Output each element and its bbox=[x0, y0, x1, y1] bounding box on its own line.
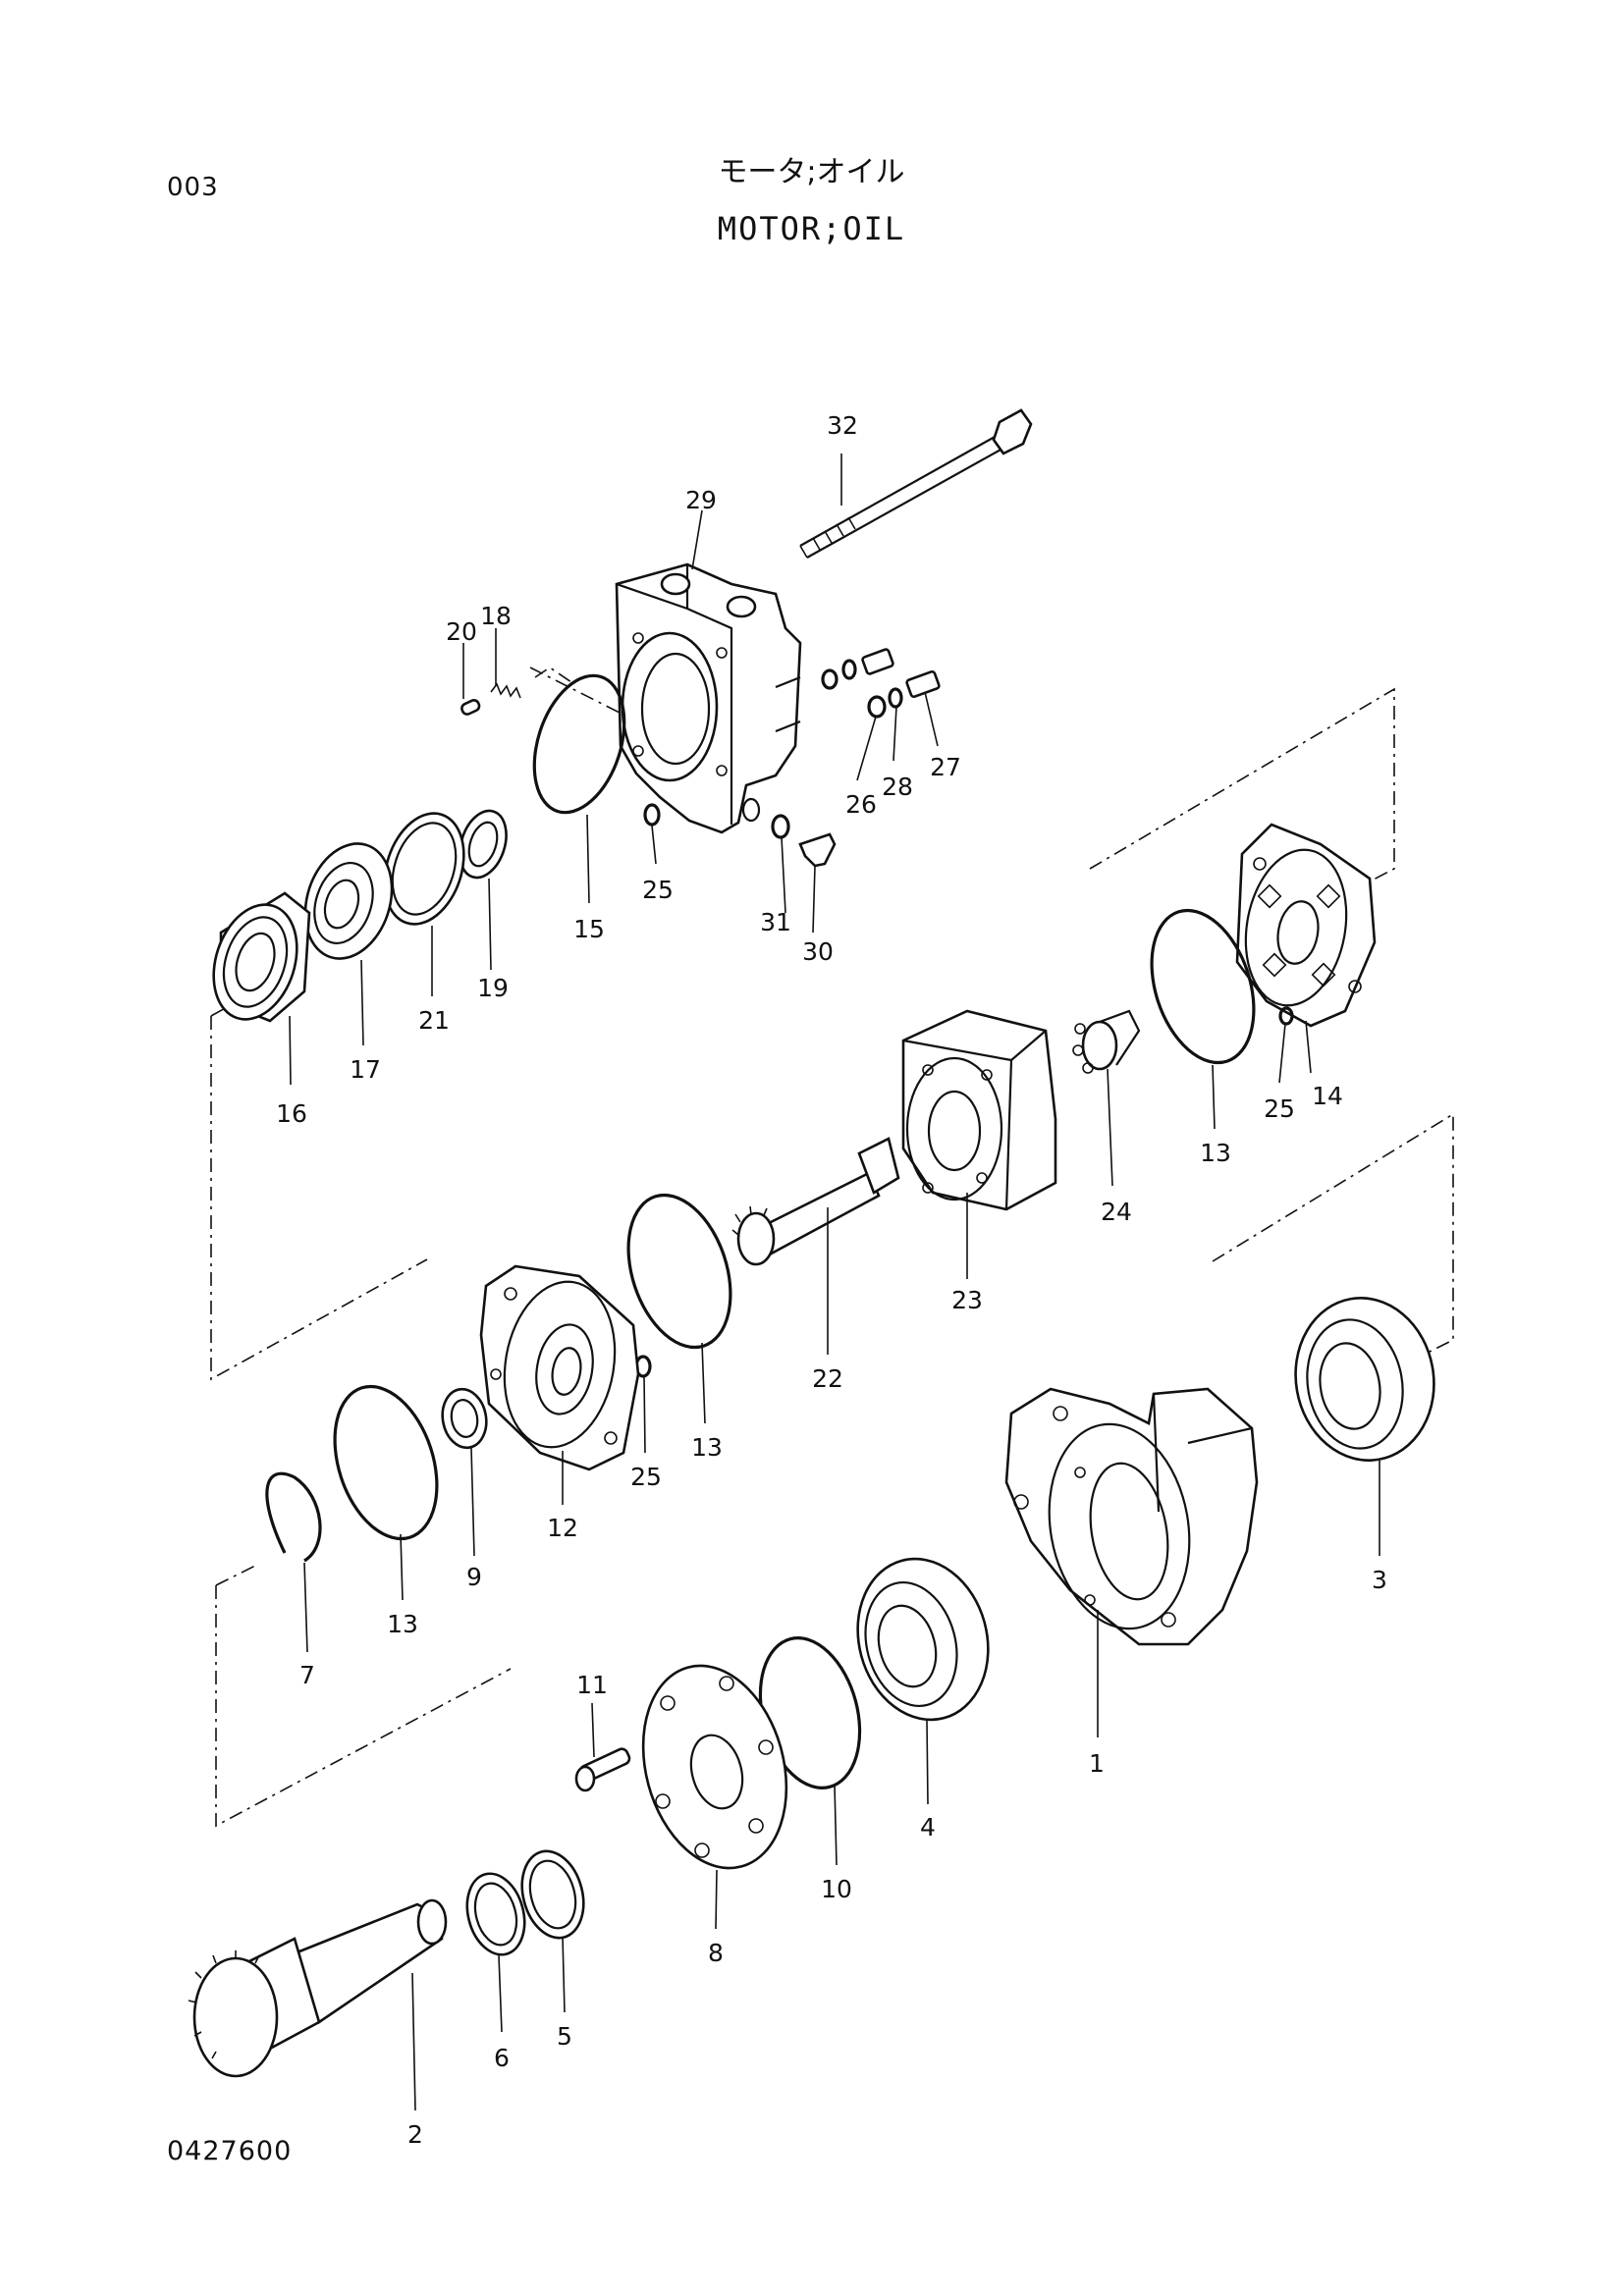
figure-code: 0427600 bbox=[167, 2136, 293, 2166]
part-8-plate bbox=[641, 1664, 788, 1870]
part-31-30-plug bbox=[771, 814, 837, 868]
callout-1: 1 bbox=[1089, 1749, 1105, 1778]
part-7-snap-ring bbox=[265, 1471, 322, 1563]
callout-21: 21 bbox=[418, 1006, 450, 1035]
part-25-o-ring-right bbox=[1278, 1006, 1294, 1026]
part-13-o-ring-center bbox=[626, 1193, 732, 1350]
callout-labels: 32 29 20 18 15 25 19 21 17 16 31 30 26 2… bbox=[276, 411, 1387, 2149]
part-25-o-ring-upper bbox=[643, 803, 661, 827]
part-11-bolt bbox=[574, 1747, 631, 1792]
callout-18: 18 bbox=[480, 602, 512, 630]
part-5-seal-ring bbox=[520, 1849, 585, 1940]
callout-27: 27 bbox=[930, 753, 961, 781]
callout-31: 31 bbox=[760, 908, 791, 936]
part-2-pinion-shaft bbox=[188, 1898, 448, 2078]
part-12-end-cover bbox=[479, 1264, 640, 1471]
callout-23: 23 bbox=[951, 1286, 983, 1314]
callout-30: 30 bbox=[802, 937, 834, 966]
title-english: MOTOR;OIL bbox=[717, 210, 906, 247]
callout-25-right: 25 bbox=[1264, 1095, 1295, 1123]
part-3-bearing bbox=[1294, 1297, 1435, 1462]
part-20-pin bbox=[460, 699, 481, 716]
part-21-seal-ring bbox=[383, 812, 465, 926]
callout-16: 16 bbox=[276, 1099, 307, 1128]
part-14-valve-plate bbox=[1235, 823, 1377, 1028]
callout-26: 26 bbox=[845, 790, 877, 819]
callout-25-center: 25 bbox=[630, 1463, 662, 1491]
callout-32: 32 bbox=[827, 411, 858, 440]
leader-lines bbox=[289, 454, 1380, 2111]
callout-25-upper: 25 bbox=[642, 876, 674, 904]
callout-6: 6 bbox=[494, 2044, 510, 2072]
part-13-o-ring-right bbox=[1150, 908, 1256, 1065]
callout-8: 8 bbox=[708, 1939, 724, 1967]
part-4-bearing bbox=[856, 1557, 990, 1722]
part-13-o-ring-left bbox=[333, 1384, 439, 1541]
part-9-washer bbox=[441, 1387, 488, 1450]
callout-7: 7 bbox=[299, 1661, 315, 1689]
part-32-through-bolt bbox=[799, 408, 1033, 559]
callout-9: 9 bbox=[466, 1563, 482, 1591]
callout-17: 17 bbox=[350, 1055, 381, 1084]
part-16-roller-cage bbox=[212, 891, 311, 1023]
page-code: 003 bbox=[167, 173, 219, 202]
callout-11: 11 bbox=[576, 1671, 608, 1699]
callout-20: 20 bbox=[446, 617, 477, 646]
part-18-spring bbox=[490, 682, 521, 699]
part-22-drive-shaft bbox=[731, 1137, 900, 1266]
callout-13-left: 13 bbox=[387, 1610, 418, 1638]
callout-19: 19 bbox=[477, 974, 509, 1002]
title-japanese: モータ;オイル bbox=[718, 155, 905, 189]
callout-13-center: 13 bbox=[691, 1433, 723, 1462]
part-17-bearing bbox=[303, 842, 394, 960]
callout-29: 29 bbox=[685, 486, 717, 514]
part-15-o-ring bbox=[532, 673, 626, 815]
callout-14: 14 bbox=[1312, 1082, 1343, 1110]
callout-4: 4 bbox=[920, 1813, 936, 1842]
part-1-motor-housing bbox=[1004, 1387, 1259, 1646]
callout-3: 3 bbox=[1372, 1566, 1387, 1594]
part-23-rotor-housing bbox=[901, 1009, 1057, 1211]
part-6-washer bbox=[465, 1872, 526, 1956]
callout-12: 12 bbox=[547, 1514, 578, 1542]
callout-5: 5 bbox=[557, 2022, 572, 2051]
callout-13-right: 13 bbox=[1200, 1139, 1231, 1167]
callout-22: 22 bbox=[812, 1364, 843, 1393]
part-26-28-27-plugs bbox=[821, 648, 941, 719]
callout-24: 24 bbox=[1101, 1198, 1132, 1226]
part-24-gear-spider bbox=[1072, 1009, 1141, 1074]
callout-28: 28 bbox=[882, 773, 913, 801]
callout-10: 10 bbox=[821, 1875, 852, 1903]
callout-2: 2 bbox=[407, 2120, 423, 2149]
callout-15: 15 bbox=[573, 915, 605, 943]
part-29-valve-housing bbox=[615, 562, 802, 834]
